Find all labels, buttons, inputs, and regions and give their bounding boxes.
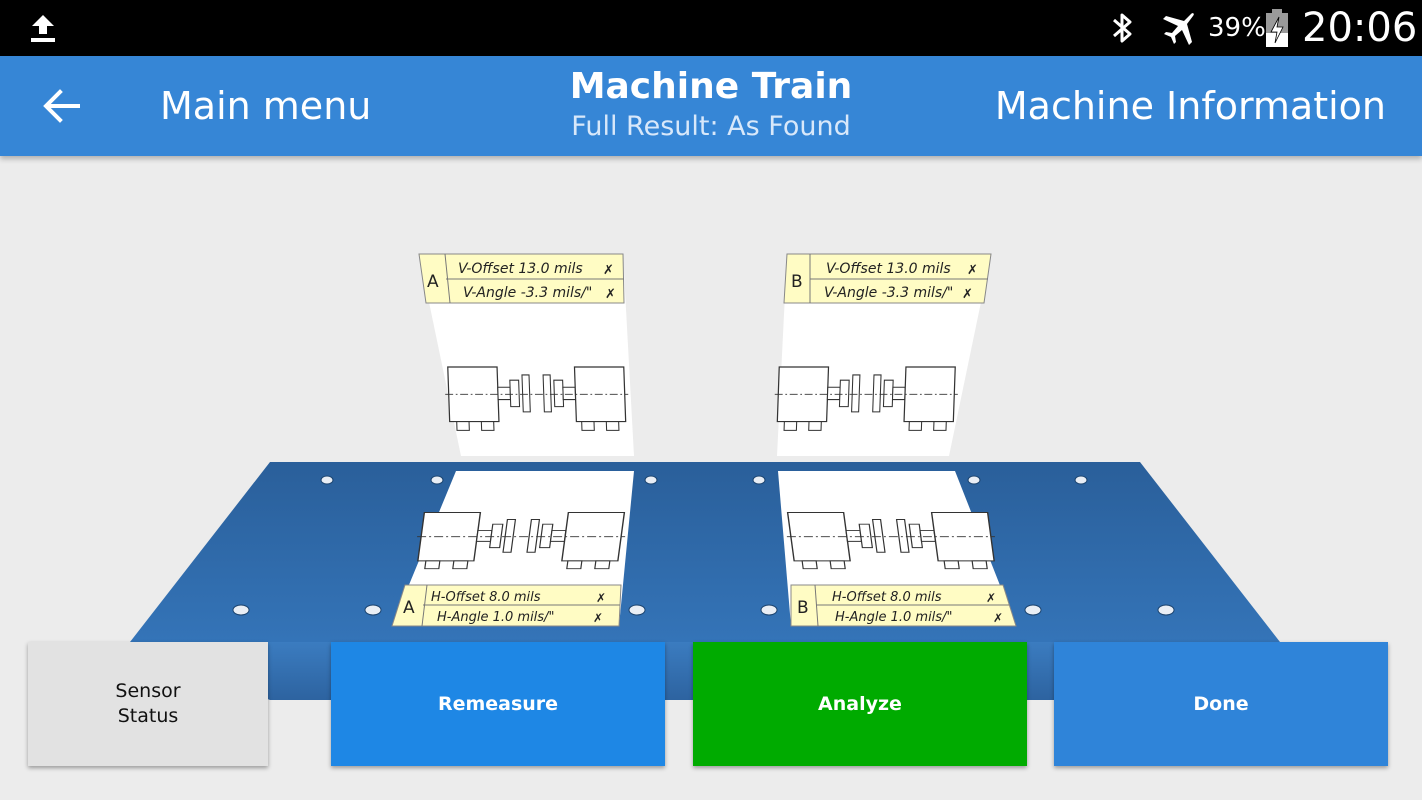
title-block: Machine Train Full Result: As Found xyxy=(411,64,1011,144)
fail-mark-icon: ✗ xyxy=(593,611,603,625)
machine-information-link[interactable]: Machine Information xyxy=(994,84,1386,128)
sensor-status-line2: Status xyxy=(117,705,179,727)
table-label-h-a: A xyxy=(403,598,415,618)
sensor-status-line1: Sensor xyxy=(115,680,181,702)
fail-mark-icon: ✗ xyxy=(967,263,978,278)
remeasure-button[interactable]: Remeasure xyxy=(331,642,665,766)
v-offset-value: V-Offset 13.0 mils xyxy=(826,261,951,277)
table-label-h-b: B xyxy=(797,598,809,618)
fail-mark-icon: ✗ xyxy=(993,611,1003,625)
h-offset-value: H-Offset 8.0 mils xyxy=(431,590,541,605)
battery-percent: 39% xyxy=(1208,13,1266,43)
clock: 20:06 xyxy=(1302,5,1418,51)
horizontal-result-card-b: B H-Offset 8.0 mils H-Angle 1.0 mils/" ✗… xyxy=(778,471,1017,627)
main-menu-link[interactable]: Main menu xyxy=(160,84,372,128)
fail-mark-icon: ✗ xyxy=(596,591,606,605)
upload-icon xyxy=(31,15,55,42)
fail-mark-icon: ✗ xyxy=(962,287,973,302)
table-label-v-b: B xyxy=(791,272,803,292)
bluetooth-icon xyxy=(1113,13,1132,43)
v-angle-value: V-Angle -3.3 mils/" xyxy=(824,285,953,301)
fail-mark-icon: ✗ xyxy=(605,287,616,302)
page-subtitle: Full Result: As Found xyxy=(571,111,851,142)
sensor-status-button[interactable]: Sensor Status xyxy=(28,642,268,766)
app-bar: Main menu Machine Train Full Result: As … xyxy=(0,56,1422,156)
battery-charging-icon xyxy=(1266,9,1288,47)
done-button[interactable]: Done xyxy=(1054,642,1388,766)
v-offset-value: V-Offset 13.0 mils xyxy=(458,261,583,277)
h-angle-value: H-Angle 1.0 mils/" xyxy=(437,610,554,625)
page-title: Machine Train xyxy=(569,66,853,107)
h-offset-value: H-Offset 8.0 mils xyxy=(832,590,942,605)
horizontal-result-card-a: A H-Offset 8.0 mils H-Angle 1.0 mils/" ✗… xyxy=(391,471,634,627)
vertical-result-card-a: A V-Offset 13.0 mils V-Angle -3.3 mils/"… xyxy=(418,253,634,456)
vertical-result-card-b: B V-Offset 13.0 mils V-Angle -3.3 mils/"… xyxy=(772,253,992,456)
v-angle-value: V-Angle -3.3 mils/" xyxy=(463,285,592,301)
fail-mark-icon: ✗ xyxy=(603,263,614,278)
status-bar: 39% 20:06 xyxy=(0,0,1422,56)
fail-mark-icon: ✗ xyxy=(986,591,996,605)
arrow-left-icon[interactable] xyxy=(40,86,84,126)
h-angle-value: H-Angle 1.0 mils/" xyxy=(835,610,952,625)
airplane-mode-icon xyxy=(1163,13,1194,45)
table-label-v-a: A xyxy=(427,272,439,292)
analyze-button[interactable]: Analyze xyxy=(693,642,1027,766)
